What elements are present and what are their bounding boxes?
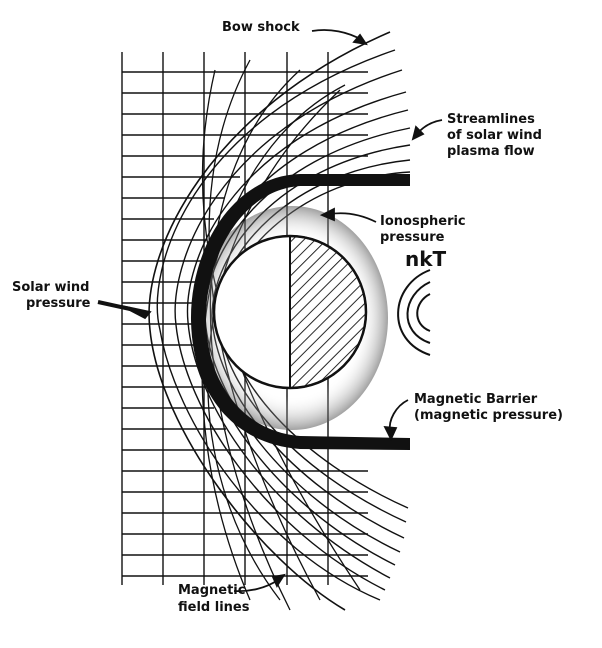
magnetic-barrier-label-2: (magnetic pressure): [414, 408, 563, 423]
magnetic-barrier-label-1: Magnetic Barrier: [414, 392, 538, 407]
thermal-pressure-arcs: [397, 269, 431, 356]
planet: [212, 234, 368, 390]
annotation-arrows: [97, 29, 443, 593]
streamlines-label-2: of solar wind: [447, 128, 542, 143]
magnetic-field-label-2: field lines: [178, 600, 250, 615]
ionospheric-label-1: Ionospheric: [380, 214, 466, 229]
magnetic-field-label-1: Magnetic: [178, 583, 246, 598]
solar-wind-label-1: Solar wind: [12, 280, 90, 295]
streamlines-label-3: plasma flow: [447, 144, 535, 159]
bow-shock-curve: [148, 31, 391, 611]
nkt-label: nkT: [405, 247, 447, 271]
bow-shock-label: Bow shock: [222, 20, 300, 35]
ionospheric-label-2: pressure: [380, 230, 445, 245]
solar-wind-label-2: pressure: [26, 296, 91, 311]
streamlines-label-1: Streamlines: [447, 112, 535, 127]
